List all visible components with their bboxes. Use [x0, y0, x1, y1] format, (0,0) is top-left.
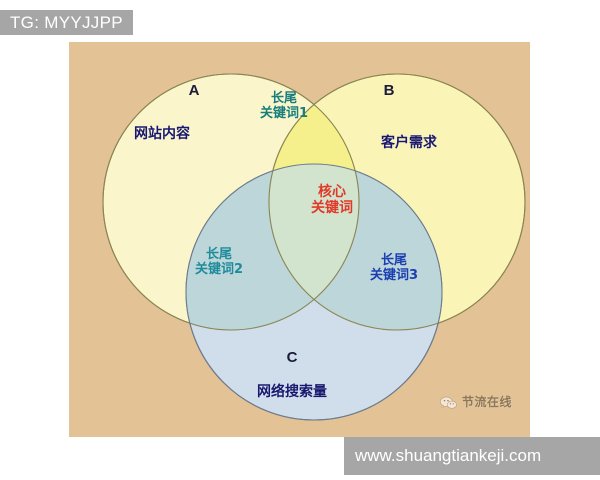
url-watermark-bar: www.shuangtiankeji.com	[344, 437, 600, 475]
venn-diagram-svg	[102, 73, 526, 421]
tg-banner: TG: MYYJJPP	[0, 10, 133, 35]
venn-diagram-canvas: A B C 网站内容 客户需求 网络搜索量 长尾 关键词1 核心 关键词 长尾 …	[69, 42, 530, 437]
venn-region-abc	[269, 164, 359, 330]
